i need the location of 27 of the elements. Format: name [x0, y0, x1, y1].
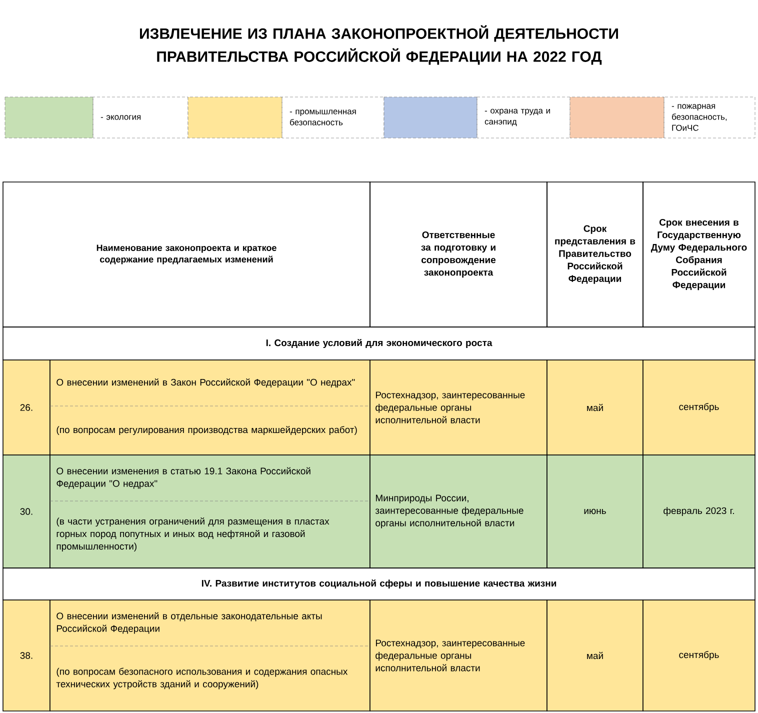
- header-cell: Срок внесения в Государственную Думу Федерального Собрания Российской Федерации: [642, 182, 756, 328]
- legend-label: - экология: [92, 96, 188, 138]
- table-cell: сентябрь: [642, 600, 756, 712]
- table-cell: О внесении изменений в отдельные законодательные акты Российской Федерации: [56, 612, 322, 634]
- table-cell: О внесении изменения в статью 19.1 Закона Российской Федерации "О недрах": [56, 467, 310, 489]
- table-cell: О внесении изменений в Закон Российской Федерации "О недрах": [56, 378, 355, 388]
- legend-label: - охрана труда и санэпид: [476, 96, 570, 138]
- table-cell: сентябрь: [642, 360, 756, 456]
- table-cell: Минприроды России, заинтересованные федеральные органы исполнительной власти: [370, 454, 548, 568]
- table-cell: май: [546, 600, 644, 712]
- header-cell: Ответственные за подготовку и сопровождение законопроекта: [370, 182, 548, 328]
- table-cell: февраль 2023 г.: [642, 454, 756, 568]
- table-cell: (в части устранения ограничений для размещения в пластах горных пород попутных и иных вод нефтяной и газовой промышленности): [56, 518, 330, 552]
- header-cell: Наименование законопроекта и краткое содержание предлагаемых изменений: [2, 182, 370, 328]
- table-cell: июнь: [546, 454, 644, 568]
- table-cell: (по вопросам регулирования производства маркшейдерских работ): [56, 426, 357, 436]
- table-cell: 38.: [2, 600, 50, 712]
- legend-label: - промышленная безопасность: [282, 96, 384, 138]
- table-cell: 26.: [2, 360, 50, 456]
- legend-label: - пожарная безопасность, ГОиЧС: [664, 96, 756, 138]
- header-cell: Срок представления в Правительство Российской Федерации: [546, 182, 644, 328]
- table-cell: 30.: [2, 454, 50, 568]
- table-cell: Ростехнадзор, заинтересованные федеральные органы исполнительной власти: [370, 360, 548, 456]
- table-cell: Ростехнадзор, заинтересованные федеральные органы исполнительной власти: [370, 600, 548, 712]
- table-cell: май: [546, 360, 644, 456]
- page-title: ИЗВЛЕЧЕНИЕ ИЗ ПЛАНА ЗАКОНОПРОЕКТНОЙ ДЕЯТЕЛЬНОСТИ ПРАВИТЕЛЬСТВА РОССИЙСКОЙ ФЕДЕРАЦИИ НА 2022 ГОД: [140, 25, 618, 65]
- table-cell: (по вопросам безопасного использования и содержания опасных технических устройств зданий и сооружений): [56, 668, 348, 690]
